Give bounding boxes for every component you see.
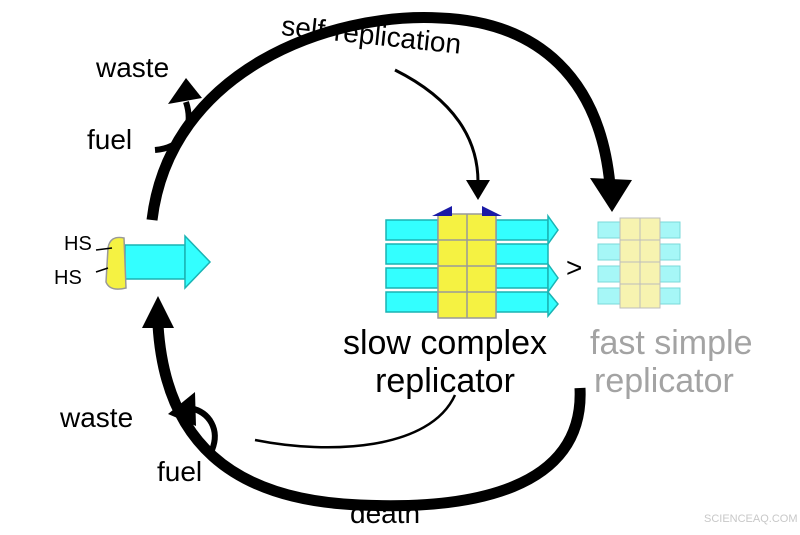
slow-replicator-label-line2: replicator	[375, 362, 515, 400]
fast-simple-replicator-graphic	[597, 217, 681, 309]
watermark: SCIENCEAQ.COM	[704, 513, 798, 525]
self-replication-arc	[146, 12, 616, 221]
fuel-waste-top-spur	[154, 101, 192, 153]
fast-replicator-label-line1: fast simple	[590, 324, 753, 362]
slow-replicator-label-line1: slow complex	[342, 324, 548, 362]
slow-complex-replicator-graphic	[385, 206, 559, 319]
fuel-top-label: fuel	[87, 124, 133, 155]
waste-top-label: waste	[96, 52, 170, 83]
self-replication-arrowhead	[590, 178, 632, 212]
inner-replication-arrowhead	[466, 180, 490, 200]
death-arrowhead	[142, 296, 174, 328]
fast-replicator-label-line2: replicator	[594, 362, 734, 400]
comparison-symbol: >	[566, 252, 583, 283]
inner-replication-arrow	[394, 68, 480, 183]
waste-top-arrowhead	[168, 78, 202, 104]
waste-bottom-arrowhead	[168, 392, 196, 426]
death-label: death	[350, 498, 421, 529]
fuel-bottom-label: fuel	[157, 456, 203, 487]
slow-replicator-return-line	[254, 394, 457, 449]
hs-bottom-label: HS	[54, 267, 82, 289]
building-block	[95, 234, 212, 290]
hs-top-label: HS	[64, 233, 92, 255]
waste-bottom-label: waste	[60, 402, 134, 433]
